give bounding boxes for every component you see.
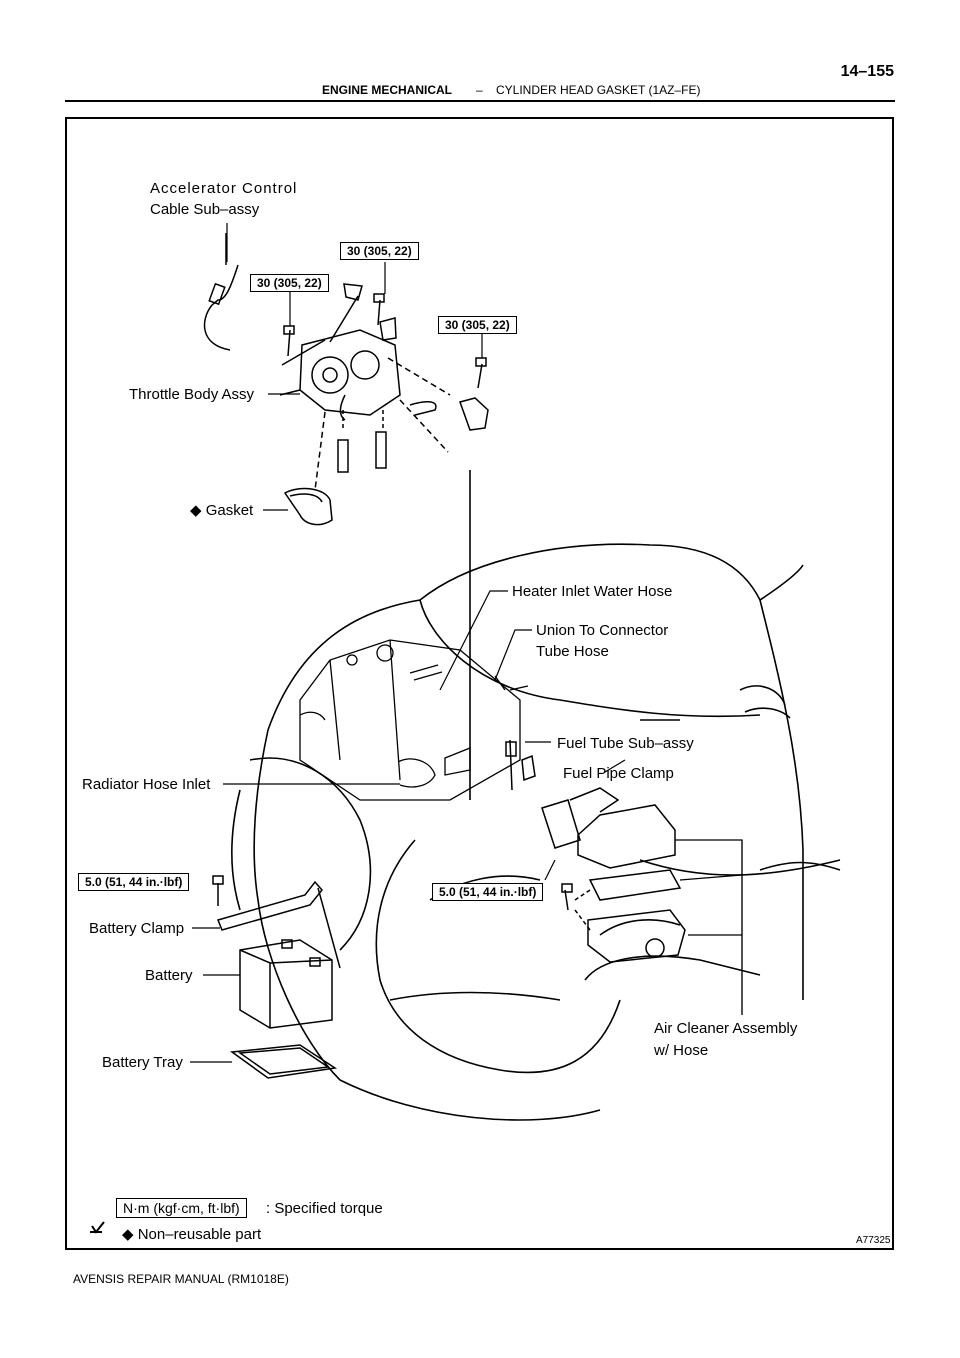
label-battery-clamp: Battery Clamp <box>89 920 185 937</box>
header-subsection: CYLINDER HEAD GASKET (1AZ–FE) <box>496 83 701 97</box>
label-fuel-pipe-clamp: Fuel Pipe Clamp <box>563 765 674 782</box>
label-air-cleaner-line1: Air Cleaner Assembly <box>654 1020 798 1037</box>
label-throttle-body: Throttle Body Assy <box>129 386 255 403</box>
header-separator: – <box>476 83 483 97</box>
label-accelerator-line2: Cable Sub–assy <box>150 201 260 218</box>
label-fuel-tube: Fuel Tube Sub–assy <box>557 735 694 752</box>
torque-box-5: 5.0 (51, 44 in.·lbf) <box>432 883 544 901</box>
torque-box-2: 30 (305, 22) <box>250 274 329 292</box>
air-cleaner <box>541 787 686 963</box>
legend-unit-box: N·m (kgf·cm, ft·lbf) <box>116 1198 247 1218</box>
throttle-body <box>279 295 451 491</box>
car-body-outline <box>230 470 841 1121</box>
label-union-line1: Union To Connector <box>536 622 669 639</box>
legend-nonreusable: ◆ Non–reusable part <box>122 1226 262 1243</box>
header-section-title: ENGINE MECHANICAL <box>322 83 453 97</box>
figure-id: A77325 <box>856 1235 891 1246</box>
label-battery: Battery <box>145 967 193 984</box>
label-gasket: ◆ Gasket <box>190 502 254 519</box>
page-number: 14–155 <box>840 63 894 80</box>
note-marker <box>90 1221 105 1234</box>
engine-outline <box>299 639 529 801</box>
figure-frame <box>65 117 894 1250</box>
throttle-bolts <box>283 283 489 431</box>
torque-box-4: 5.0 (51, 44 in.·lbf) <box>78 873 190 891</box>
battery-group <box>212 875 341 1079</box>
header-section: ENGINE MECHANICAL <box>322 83 452 97</box>
label-air-cleaner-line2: w/ Hose <box>654 1042 709 1059</box>
label-accelerator-line1: Accelerator Control <box>150 180 298 197</box>
label-battery-tray: Battery Tray <box>102 1054 183 1071</box>
accelerator-cable <box>203 233 239 351</box>
legend-unit-text: : Specified torque <box>266 1200 383 1217</box>
label-heater-hose: Heater Inlet Water Hose <box>512 583 673 600</box>
header-rule <box>65 100 895 102</box>
gasket-shape <box>283 487 333 526</box>
torque-box-3: 30 (305, 22) <box>438 316 517 334</box>
label-radiator-hose: Radiator Hose Inlet <box>82 776 211 793</box>
leader-lines <box>190 223 743 1063</box>
fuel-tube-group <box>505 739 536 791</box>
torque-box-1: 30 (305, 22) <box>340 242 419 260</box>
label-union-line2: Tube Hose <box>536 643 609 660</box>
footer-manual-id: AVENSIS REPAIR MANUAL (RM1018E) <box>73 1272 289 1286</box>
